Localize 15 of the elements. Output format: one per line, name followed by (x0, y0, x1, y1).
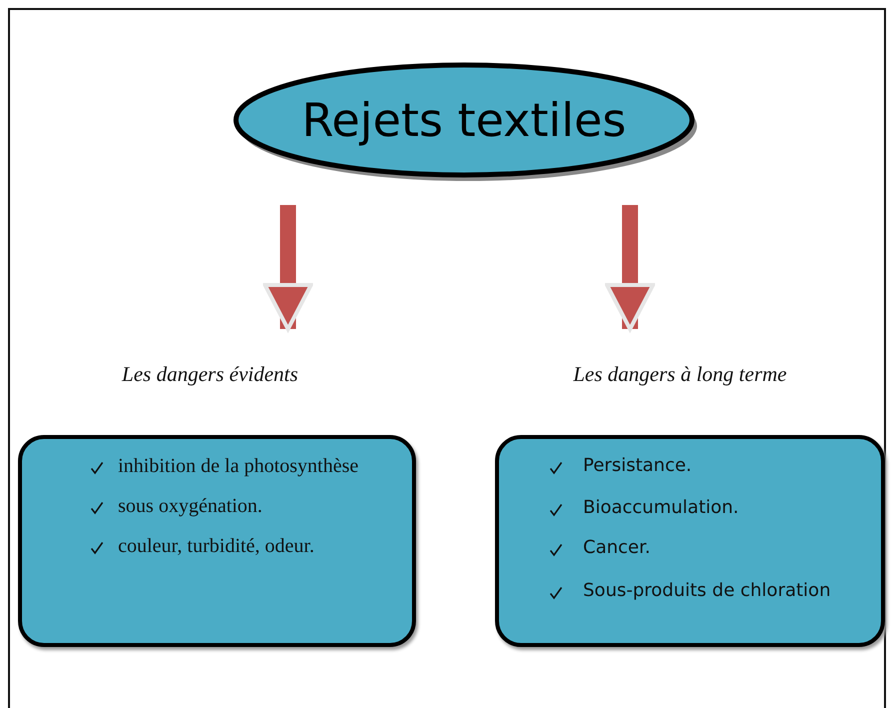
list-item: inhibition de la photosynthèse (118, 455, 359, 478)
list-item: Persistance. (583, 455, 692, 476)
heading-text: Les dangers à long terme (560, 362, 800, 396)
ellipse-node (233, 62, 695, 178)
rounded-box (495, 435, 885, 647)
list-item: Bioaccumulation. (583, 497, 739, 518)
list-item: sous oxygénation. (118, 495, 262, 518)
list-item: Cancer. (583, 537, 650, 558)
arrow (605, 205, 655, 331)
heading-text: Les dangers évidents (110, 362, 310, 396)
rounded-box (18, 435, 416, 647)
title-text: Rejets textiles (302, 93, 626, 147)
list-item: Sous-produits de chloration (583, 580, 831, 601)
arrow (263, 205, 313, 331)
list-item: couleur, turbidité, odeur. (118, 535, 314, 558)
